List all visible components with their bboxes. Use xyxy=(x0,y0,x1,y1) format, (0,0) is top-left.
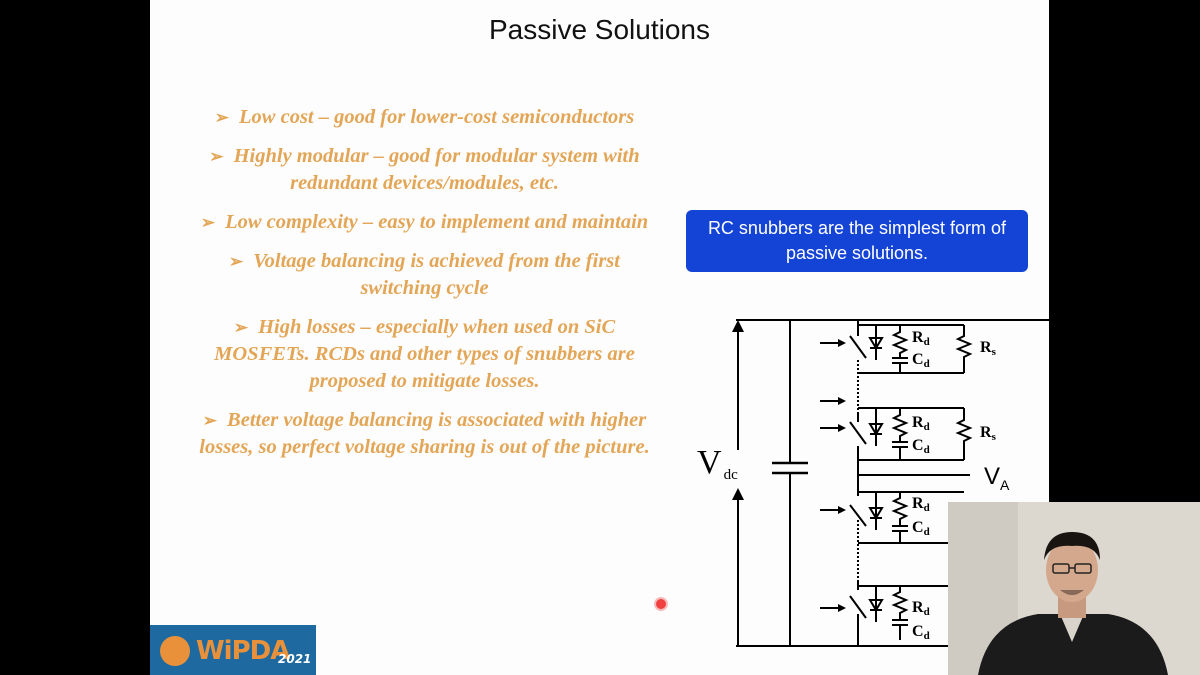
logo-mark-icon xyxy=(160,636,190,666)
arrow-bullet-icon: ➢ xyxy=(214,108,230,127)
rd-label: Rd xyxy=(912,329,930,348)
rd-label: Rd xyxy=(912,599,930,618)
rd-label: Rd xyxy=(912,414,930,433)
laser-pointer xyxy=(656,599,666,609)
cd-label: Cd xyxy=(912,519,930,538)
switch-module-1: Rd Cd Rs xyxy=(820,324,997,374)
rs-label: Rs xyxy=(980,339,997,358)
arrow-bullet-icon: ➢ xyxy=(202,411,218,430)
arrow-bullet-icon: ➢ xyxy=(200,213,216,232)
bullet-item: ➢Low cost – good for lower-cost semicond… xyxy=(214,106,635,128)
bullet-item: ➢Better voltage balancing is associated … xyxy=(199,409,650,458)
callout-text: RC snubbers are the simplest form of pas… xyxy=(707,218,1007,263)
bullet-list: ➢Low cost – good for lower-cost semicond… xyxy=(192,104,657,473)
wipda-logo: WiPDA 2021 xyxy=(150,625,316,675)
arrow-bullet-icon: ➢ xyxy=(209,147,224,166)
switch-module-2: Rd Cd Rs xyxy=(820,407,997,461)
arrow-bullet-icon: ➢ xyxy=(233,318,249,337)
presenter-video-icon xyxy=(948,502,1200,675)
logo-text: WiPDA xyxy=(196,636,290,666)
va-label: VA xyxy=(984,463,1010,493)
rs-label: Rs xyxy=(980,424,997,443)
switch-module-3: Rd Cd xyxy=(820,491,964,544)
webcam-overlay xyxy=(948,502,1200,675)
arrow-bullet-icon: ➢ xyxy=(229,252,244,271)
cd-label: Cd xyxy=(912,437,930,456)
logo-year: 2021 xyxy=(278,652,312,666)
bullet-item: ➢High losses – especially when used on S… xyxy=(214,316,635,392)
cd-label: Cd xyxy=(912,623,930,642)
slide: Passive Solutions ➢Low cost – good for l… xyxy=(150,0,1049,675)
bullet-item: ➢Highly modular – good for modular syste… xyxy=(209,145,640,194)
switch-module-4: Rd Cd xyxy=(820,585,964,642)
bullet-item: ➢Voltage balancing is achieved from the … xyxy=(229,250,620,299)
rd-label: Rd xyxy=(912,495,930,514)
bullet-item: ➢Low complexity – easy to implement and … xyxy=(200,211,649,233)
slide-title: Passive Solutions xyxy=(488,14,710,45)
callout-box: RC snubbers are the simplest form of pas… xyxy=(686,210,1028,272)
cd-label: Cd xyxy=(912,351,930,370)
